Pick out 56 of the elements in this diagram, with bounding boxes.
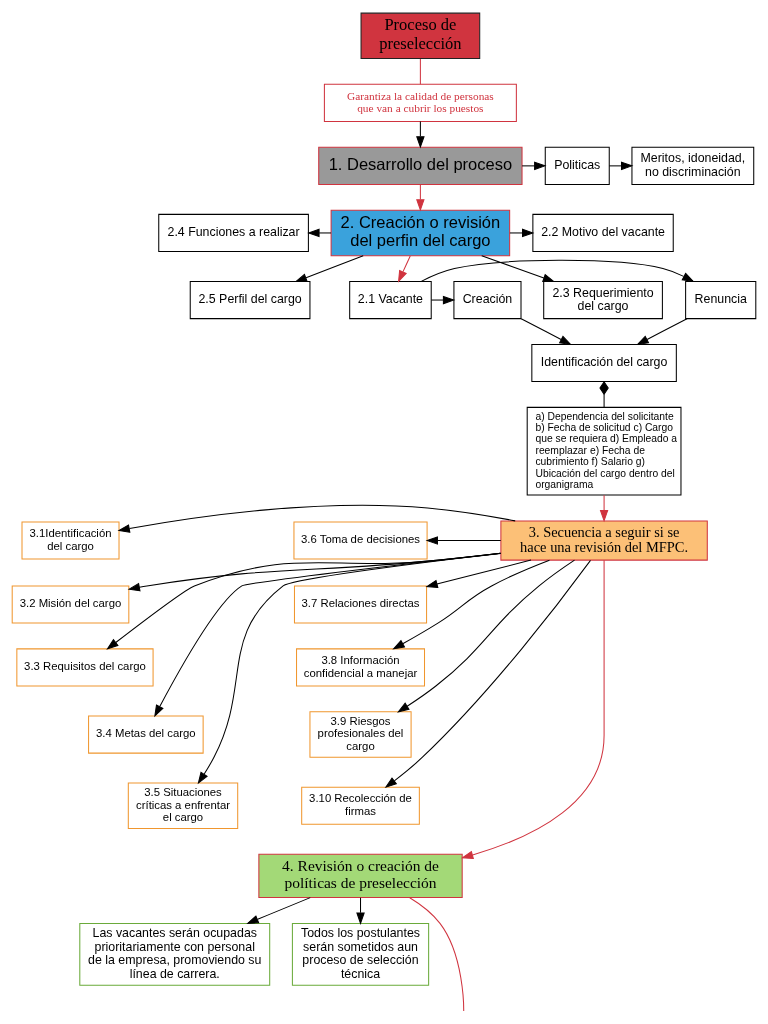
node-box: 2.2 Motivo del vacante [532,213,674,252]
arrow [307,228,332,237]
arrow [460,559,605,859]
arrow [509,228,535,237]
arrow [608,161,634,170]
arrow [416,183,425,212]
node-box: 3.9 Riesgos profesionales del cargo [309,710,412,758]
arrow [397,559,576,713]
arrow [425,535,502,545]
node-box: Todos los postulantes serán sometidos aun proceso de selección técnica [291,922,430,986]
node-box: 3.8 Información confidencial a manejar [296,647,426,687]
node-box: Renuncia [685,280,757,319]
arrow [481,254,556,282]
node-box: 2. Creación o revisión del perfin del cargo [330,209,511,256]
node-box: 3. Secuencia a seguir si se hace una revisión del MFPC. [500,519,708,561]
node-box: 2.4 Funciones a realizar [158,213,309,252]
arrow [356,896,365,925]
node-box: 2.1 Vacante [349,280,432,319]
arrow [636,317,688,345]
arrow [521,161,547,170]
arrow [599,494,609,522]
arrow [197,552,502,784]
node-box: 4. Revisión o creación de políticas de preselección [258,853,463,898]
arrow [392,559,550,649]
arrow [420,259,695,282]
node-box: Creación [453,280,522,319]
arrow [117,504,516,533]
arrow [520,317,572,345]
node-box: 3.2 Misión del cargo [11,584,130,624]
connector [419,57,421,85]
arrow [430,295,456,304]
node-box: 3.7 Relaciones directas [293,584,428,624]
arrow [416,120,425,149]
arrow [294,254,364,282]
node-box: Proceso de preselección [360,12,481,59]
node-box: Identificación del cargo [531,343,677,382]
node-box: 3.6 Toma de decisiones [293,520,428,560]
node-box: 3.5 Situaciones críticas a enfrentar el cargo [127,782,239,829]
connector [599,380,609,408]
node-box: Las vacantes serán ocupadas prioritariamente con personal de la empresa, promoviendo su línea de carrera. [79,922,271,986]
node-box: Garantiza la calidad de personas que van a cubrir los puestos [323,83,517,122]
connector [409,896,465,1011]
arrow [397,255,411,283]
node-box: 3.10 Recolección de firmas [301,786,420,825]
arrow [384,559,592,788]
arrow [425,559,532,588]
node-box: a) Dependencia del solicitante b) Fecha de solicitud c) Cargo que se requiera d) Empleado a reemplazar e) Fecha de cubrimiento f) Salario g) Ubicación del cargo dentro del organigrama [526,406,682,496]
node-box: Meritos, idoneidad, no discriminación [631,146,755,185]
node-box: 1. Desarrollo del proceso [318,146,523,185]
node-box: 3.4 Metas del cargo [88,714,204,754]
node-box: Politicas [544,146,610,185]
node-box: 2.5 Perfil del cargo [189,280,311,319]
node-box: 3.3 Requisitos del cargo [16,647,154,687]
node-box: 2.3 Requerimiento del cargo [543,280,663,319]
node-box: 3.1Identificación del cargo [21,520,120,560]
arrow [246,896,311,924]
